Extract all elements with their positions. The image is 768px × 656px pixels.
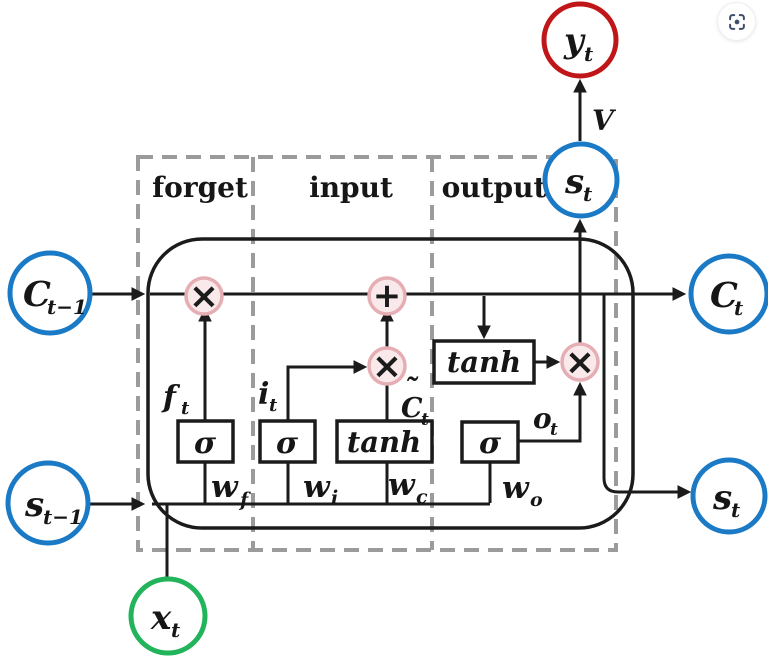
v-weight-label: V xyxy=(592,104,617,137)
candidate-tanh-box xyxy=(335,419,434,464)
add-icon: + xyxy=(373,276,402,316)
node-s-top xyxy=(542,141,620,219)
gate-section-dashed-boxes xyxy=(136,155,618,552)
output-tanh-label: tanh xyxy=(447,345,521,379)
f-t-label: f xyxy=(161,380,181,415)
node-s-prev-sub: t−1 xyxy=(43,505,83,529)
f-t-sub: t xyxy=(181,398,190,419)
w-f-label: w xyxy=(211,469,239,505)
w-o-sub: o xyxy=(530,489,543,511)
node-c-out-label: C xyxy=(710,275,738,316)
annotations: f t i t ˜ C t o t w f w i w c w o V xyxy=(161,104,617,511)
input-sigma-label: σ xyxy=(276,426,299,461)
dashed-outline xyxy=(136,155,618,552)
input-multiply-icon: × xyxy=(372,346,402,387)
node-c-prev xyxy=(7,250,93,336)
node-s-prev xyxy=(5,460,91,546)
node-y-output-sub: t xyxy=(584,42,594,66)
forget-sigma-box xyxy=(176,419,235,464)
node-s-top-label: s xyxy=(564,162,584,202)
output-sigma-box xyxy=(460,420,520,464)
section-label-forget: forget xyxy=(152,171,248,204)
image-search-button[interactable] xyxy=(717,2,756,41)
w-i-label: w xyxy=(303,469,331,505)
node-s-prev-label: s xyxy=(24,485,44,525)
o-t-sub: t xyxy=(550,420,558,440)
node-c-prev-sub: t−1 xyxy=(47,295,87,319)
output-sigma-label: σ xyxy=(479,426,502,461)
node-c-prev-label: C xyxy=(23,274,51,315)
node-x-input-sub: t xyxy=(171,618,181,642)
o-t-label: o xyxy=(533,402,552,435)
forget-sigma-label: σ xyxy=(194,426,217,461)
w-o-label: w xyxy=(502,470,530,506)
output-gate-line xyxy=(518,381,587,443)
w-c-sub: c xyxy=(416,486,428,508)
output-multiply-icon: × xyxy=(565,342,595,383)
node-c-out-sub: t xyxy=(734,296,744,320)
section-label-output: output xyxy=(442,171,547,204)
c-tilde-label: C xyxy=(401,393,423,424)
node-c-out xyxy=(688,253,768,335)
node-x-input xyxy=(128,576,208,656)
node-y-output-label: y xyxy=(563,21,586,61)
w-i-sub: i xyxy=(331,487,338,509)
node-s-out xyxy=(690,457,768,535)
s-output-branch-line xyxy=(602,294,692,499)
focus-frame-icon xyxy=(728,13,745,30)
output-multiply-circle xyxy=(560,342,600,382)
output-tanh-box xyxy=(432,339,536,385)
node-s-out-label: s xyxy=(712,478,732,518)
candidate-tanh-label: tanh xyxy=(347,425,421,459)
cell-body-outline xyxy=(146,237,635,530)
i-t-label: i xyxy=(258,377,269,412)
input-multiply-circle xyxy=(367,346,407,386)
node-s-out-sub: t xyxy=(731,498,741,522)
c-tilde-accent: ˜ xyxy=(403,373,419,408)
gate-boxes xyxy=(176,339,536,464)
op-circles: × + × × xyxy=(184,276,600,387)
connection-lines xyxy=(88,78,692,579)
w-f-sub: f xyxy=(238,489,251,511)
section-label-input: input xyxy=(309,171,393,204)
i-t-sub: t xyxy=(269,395,278,416)
w-c-label: w xyxy=(388,467,416,503)
input-sigma-box xyxy=(258,419,317,464)
node-s-top-sub: t xyxy=(583,182,593,206)
forget-multiply-icon: × xyxy=(189,276,219,317)
node-circles: C t−1 s t−1 x t y t s t C t s t xyxy=(5,1,768,656)
node-y-output xyxy=(541,1,619,79)
node-x-input-label: x xyxy=(150,598,172,638)
c-tilde-sub: t xyxy=(421,410,429,430)
forget-multiply-circle xyxy=(184,276,224,316)
input-gate-line xyxy=(286,360,368,423)
add-circle xyxy=(367,276,407,316)
